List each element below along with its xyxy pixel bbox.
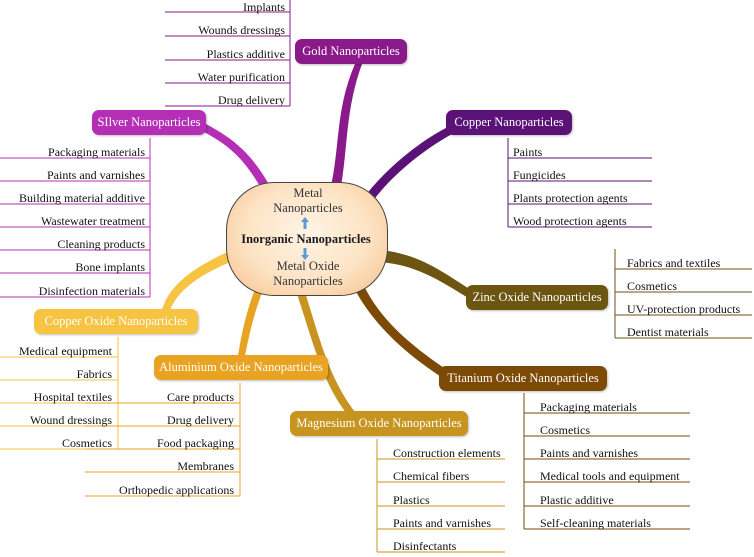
copper-nanoparticles-node: Copper Nanoparticles [446,110,572,135]
list-item: Medical equipment [19,344,112,358]
list-item: Implants [243,0,285,14]
center-title: Inorganic Nanoparticles [241,232,371,246]
list-item: Self-cleaning materials [540,516,651,530]
list-item: Fabrics [76,367,112,381]
list-item: Paints and varnishes [393,516,491,530]
arrow-down-icon [301,247,309,260]
branch-connector [354,282,450,380]
branch-connector [200,124,270,190]
list-item: Packaging materials [540,400,637,414]
list-item: Fungicides [513,168,566,182]
list-item: Chemical fibers [393,469,470,483]
list-item: Dentist materials [627,325,709,339]
branch-connector [330,64,362,192]
list-item: Cleaning products [57,237,145,251]
list-item: Drug delivery [218,93,285,107]
list-item: Disinfectants [393,539,457,553]
aluminium-oxide-nanoparticles-node: Aluminium Oxide Nanoparticles [154,355,328,380]
silver-nanoparticles-node: SIlver Nanoparticles [92,110,206,135]
list-item: Disinfection materials [38,284,145,298]
branch-connector [365,125,456,202]
list-item: Plants protection agents [513,191,628,205]
list-item: Medical tools and equipment [540,469,680,483]
list-item: Plastics additive [206,47,285,61]
list-item: Water purification [197,70,285,84]
list-item: Cosmetics [540,423,590,437]
central-node [226,182,388,296]
list-item: Hospital textiles [33,390,112,404]
list-item: Paints and varnishes [540,446,638,460]
list-item: Care products [167,390,234,404]
list-item: Food packaging [157,436,234,450]
list-item: Construction elements [393,446,501,460]
arrow-up-icon [301,216,309,229]
list-item: Fabrics and textiles [627,256,721,270]
magnesium-oxide-nanoparticles-node: Magnesium Oxide Nanoparticles [290,411,468,436]
list-item: Paints and varnishes [47,168,145,182]
branch-connector [238,282,265,356]
list-item: Building material additive [19,191,145,205]
branch-connector [162,248,240,310]
list-item: Drug delivery [167,413,234,427]
list-item: Packaging materials [48,145,145,159]
center-bottom-label: Metal Oxide Nanoparticles [273,259,343,288]
list-item: Bone implants [75,260,145,274]
list-item: UV-protection products [627,302,741,316]
zinc-oxide-nanoparticles-node: Zinc Oxide Nanoparticles [466,285,608,310]
list-item: Membranes [177,459,234,473]
list-item: Wound dressings [29,413,112,427]
list-item: Wood protection agents [513,214,627,228]
branch-connector [380,250,474,299]
center-top-label: Metal Nanoparticles [273,186,343,215]
list-item: Orthopedic applications [119,483,234,497]
list-item: Paints [513,145,543,159]
list-item: Wastewater treatment [41,214,145,228]
list-item: Cosmetics [62,436,112,450]
list-item: Plastics [393,493,430,507]
list-item: Cosmetics [627,279,677,293]
list-item: Plastic additive [540,493,614,507]
gold-nanoparticles-node: Gold Nanoparticles [295,39,407,64]
list-item: Wounds dressings [198,23,285,37]
branch-connector [297,292,355,414]
copper-oxide-nanoparticles-node: Copper Oxide Nanoparticles [34,309,198,334]
titanium-oxide-nanoparticles-node: Titanium Oxide Nanoparticles [439,366,607,391]
